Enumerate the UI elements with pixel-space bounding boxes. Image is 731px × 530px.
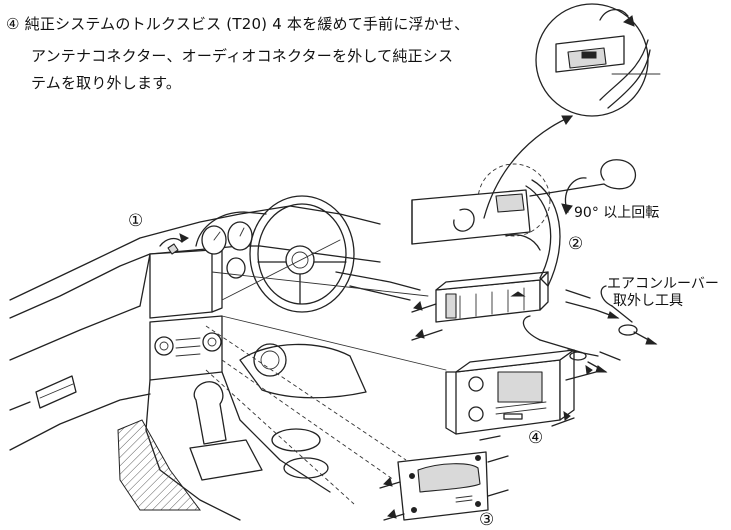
tool-label-line-1: エアコンルーバー	[607, 276, 719, 292]
instruction-line-3: テムを取り外します。	[31, 74, 182, 92]
instrument-cluster	[195, 211, 267, 279]
head-unit	[445, 349, 575, 435]
step1-rotation-mark	[159, 233, 189, 255]
instruction-line-1: ④ 純正システムのトルクスビス (T20) 4 本を緩めて手前に浮かせ、	[6, 15, 470, 33]
steering-wheel	[249, 195, 355, 313]
screw-arrows	[379, 301, 597, 521]
step-4-label: ④	[528, 428, 544, 448]
step-2-label: ②	[568, 234, 584, 254]
instruction-line-2: アンテナコネクター、オーディオコネクターを外して純正シス	[31, 47, 454, 65]
tool-label-line-2: 取外し工具	[613, 293, 683, 309]
vent-detail	[411, 159, 637, 287]
removal-guides	[205, 239, 447, 505]
air-vent-assembly	[435, 271, 549, 323]
vent-removal-tool	[522, 285, 658, 373]
lower-trim-panel	[397, 451, 489, 521]
step-3-label: ③	[479, 510, 495, 530]
clip-inset	[483, 3, 661, 219]
dashboard-illustration	[9, 205, 421, 521]
rotation-label: 90° 以上回転	[574, 205, 660, 221]
step-1-label: ①	[128, 211, 144, 231]
